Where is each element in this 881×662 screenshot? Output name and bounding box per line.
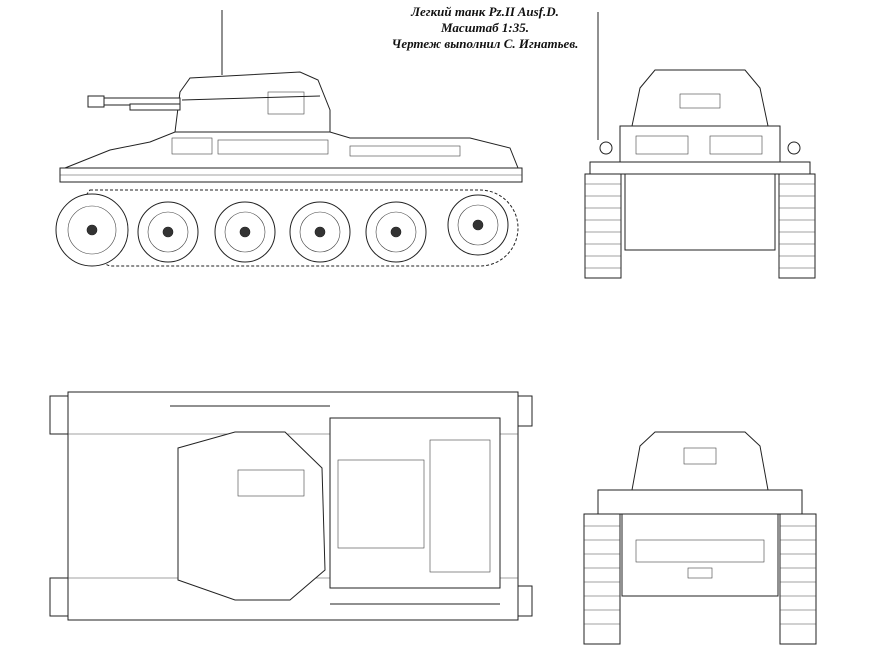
front-view xyxy=(584,12,816,279)
visor-left xyxy=(635,135,689,155)
track-rear-right xyxy=(779,513,817,645)
headlight-left xyxy=(599,141,613,155)
turret-front xyxy=(631,69,769,127)
sprocket-top-left xyxy=(49,395,69,435)
engine-deck-top xyxy=(329,417,501,589)
sprocket-top-right xyxy=(49,577,69,617)
hull-hatch xyxy=(171,137,213,155)
road-wheel xyxy=(365,201,427,263)
turret-line xyxy=(181,95,321,101)
hull-rear-upper xyxy=(597,489,803,515)
rear-turret-hatch xyxy=(683,447,717,465)
caption-scale: Масштаб 1:35. xyxy=(441,20,529,35)
commander-hatch xyxy=(237,469,305,497)
track-rear-left xyxy=(583,513,621,645)
idler-top-right xyxy=(517,585,533,617)
sprocket-hub xyxy=(86,224,98,236)
fender-front xyxy=(589,161,811,175)
track-left xyxy=(584,173,622,279)
top-view xyxy=(49,391,533,621)
turret-top xyxy=(177,431,326,601)
sprocket-hub-ring xyxy=(67,205,117,255)
caption-title: Легкий танк Pz.II Ausf.D. xyxy=(411,4,559,19)
engine-deck xyxy=(349,145,461,157)
headlight-right xyxy=(787,141,801,155)
hull-rear-lower xyxy=(621,513,779,597)
turret xyxy=(174,71,331,133)
engine-hatch xyxy=(337,459,425,549)
hull-upper xyxy=(64,131,519,169)
rear-view xyxy=(583,431,817,645)
hull-front-lower xyxy=(624,173,776,251)
muzzle xyxy=(87,95,105,108)
caption-author: Чертеж выполнил С. Игнатьев. xyxy=(391,36,579,51)
radiator-grille xyxy=(429,439,491,573)
road-wheel xyxy=(289,201,351,263)
road-wheel xyxy=(137,201,199,263)
side-view xyxy=(55,10,523,267)
drawing-caption: Легкий танк Pz.II Ausf.D. Масштаб 1:35. … xyxy=(370,4,600,52)
track-links-left xyxy=(585,183,621,269)
turret-rear xyxy=(631,431,769,491)
track-links-rear-left xyxy=(584,525,620,625)
coax-mg xyxy=(129,103,181,111)
idler-top-left xyxy=(517,395,533,427)
mantlet xyxy=(679,93,721,109)
track-links-rear-right xyxy=(780,525,816,625)
hull-front-upper xyxy=(619,125,781,163)
track-right xyxy=(778,173,816,279)
license-plate xyxy=(687,567,713,579)
idler-hub xyxy=(472,219,484,231)
track-links-right xyxy=(779,183,815,269)
visor-right xyxy=(709,135,763,155)
hull-box xyxy=(217,139,329,155)
idler-ring xyxy=(457,204,499,246)
turret-vision-port xyxy=(267,91,305,115)
muffler xyxy=(635,539,765,563)
road-wheel xyxy=(214,201,276,263)
